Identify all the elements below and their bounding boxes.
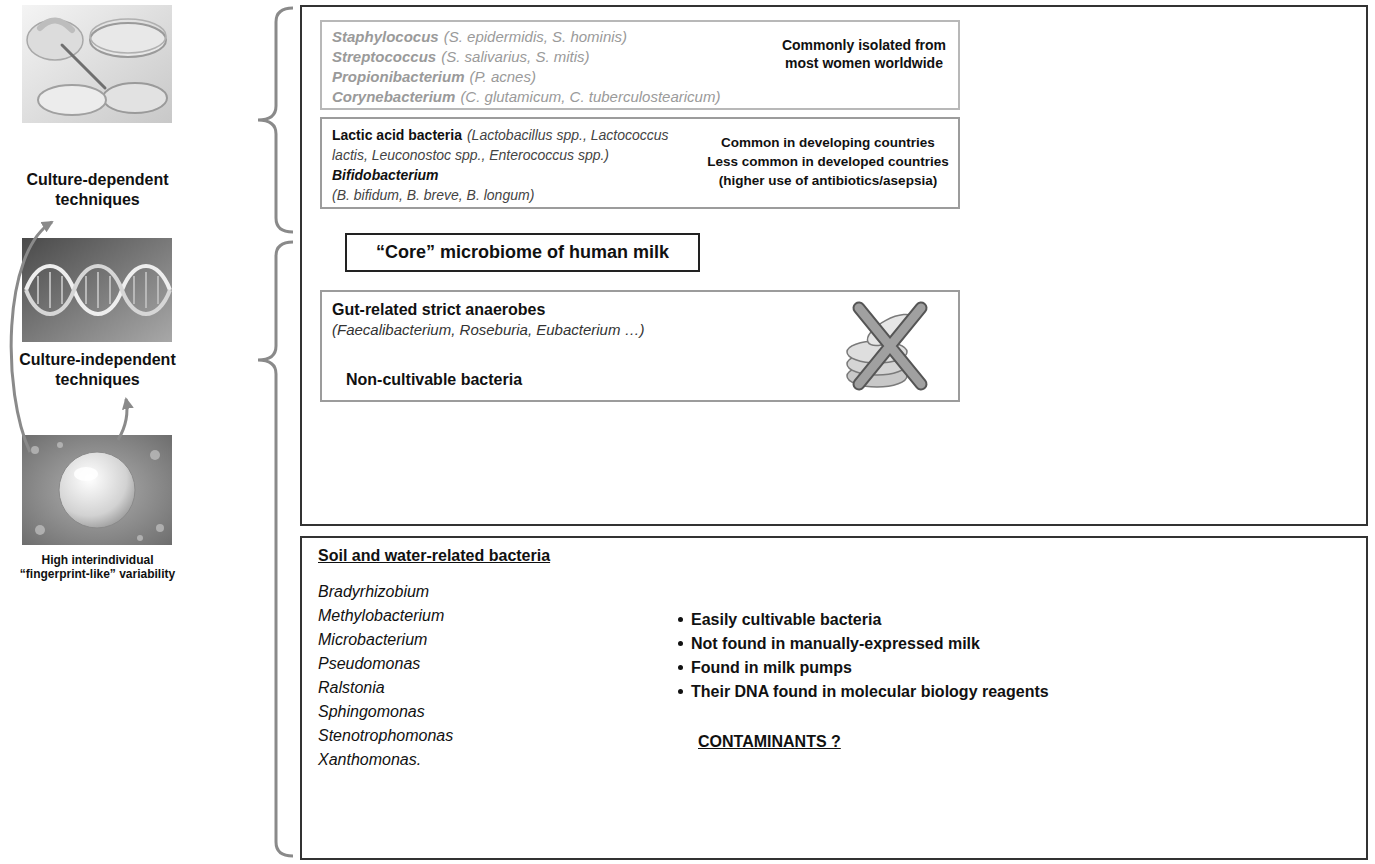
genus-name: Corynebacterium — [332, 88, 455, 105]
text-row: Bifidobacterium — [332, 165, 700, 185]
text-columns: “Core” microbiome of human milk — [347, 235, 698, 270]
box-text: Easily cultivable bacteria — [691, 611, 881, 628]
text-row: Commonly isolated from most women worldw… — [776, 36, 952, 72]
text-row: Gut-related strict anaerobes — [332, 300, 822, 320]
box-text: Not found in manually-expressed milk — [691, 635, 980, 652]
text-row: Methylobacterium — [318, 604, 632, 628]
text-row: Bradyrhizobium — [318, 580, 632, 604]
text-row: Pseudomonas — [318, 652, 632, 676]
text-row: (Faecalibacterium, Roseburia, Eubacteriu… — [332, 320, 822, 340]
petri-dish-photo — [22, 5, 172, 123]
bullet-dot — [678, 641, 683, 646]
text-row: CONTAMINANTS ? — [698, 730, 1366, 754]
text-column: Easily cultivable bacteriaNot found in m… — [666, 538, 1366, 754]
title-box: “Core” microbiome of human milk — [345, 233, 700, 272]
text-row: Found in milk pumps — [678, 656, 1366, 680]
text-column: Commonly isolated from most women worldw… — [776, 22, 958, 72]
text-row: Soil and water-related bacteria — [318, 544, 632, 568]
text-row: Xanthomonas. — [318, 748, 632, 772]
core-region-box: Staphylococus (S. epidermidis, S. hominis… — [300, 5, 1368, 526]
text-row: “Core” microbiome of human milk — [355, 241, 690, 264]
box-text: Lactic acid bacteria — [332, 127, 462, 143]
text-column: Gut-related strict anaerobes (Faecalibact… — [322, 292, 822, 390]
bullet-dot — [678, 665, 683, 670]
text-row: Staphylococus (S. epidermidis, S. hominis… — [332, 27, 774, 47]
bullet-dot — [678, 617, 683, 622]
genus-name: Streptococcus — [332, 48, 436, 65]
group-box: Lactic acid bacteria(Lactobacillus spp.,… — [320, 117, 960, 209]
box-text: CONTAMINANTS ? — [698, 733, 841, 750]
genus-name: Stenotrophomonas — [318, 727, 453, 744]
dna-photo — [22, 238, 172, 342]
technique-caption: Culture-dependent techniques — [10, 170, 185, 210]
text-row: Not found in manually-expressed milk — [678, 632, 1366, 656]
text-column: Soil and water-related bacteriaBradyrhiz… — [302, 538, 632, 772]
text-row: Corynebacterium (C. glutamicum, C. tuberc… — [332, 87, 774, 107]
text-columns: Gut-related strict anaerobes (Faecalibact… — [322, 292, 958, 390]
text-column: “Core” microbiome of human milk — [347, 235, 698, 270]
technique-caption: High interindividual “fingerprint-like” … — [5, 553, 190, 581]
text-row: Common in developing countries — [702, 133, 954, 152]
genus-name: Staphylococus — [332, 28, 439, 45]
text-row: Stenotrophomonas — [318, 724, 632, 748]
genus-name: Bifidobacterium — [332, 167, 439, 183]
text-row: Easily cultivable bacteria — [678, 608, 1366, 632]
curly-brace — [258, 8, 293, 232]
genus-name: Microbacterium — [318, 631, 427, 648]
bullet-dot — [678, 689, 683, 694]
genus-name: Sphingomonas — [318, 703, 425, 720]
text-row: Less common in developed countries (high… — [702, 152, 954, 190]
box-text: Less common in developed countries (high… — [707, 154, 949, 188]
box-text: (S. salivarius, S. mitis) — [441, 48, 589, 65]
group-box: Gut-related strict anaerobes (Faecalibact… — [320, 290, 960, 402]
genus-name: Xanthomonas. — [318, 751, 421, 768]
box-text: Non-cultivable bacteria — [346, 371, 522, 388]
genus-name: Bradyrhizobium — [318, 583, 429, 600]
text-row: Streptococcus (S. salivarius, S. mitis) — [332, 47, 774, 67]
box-text: (S. epidermidis, S. hominis) — [444, 28, 627, 45]
text-columns: Soil and water-related bacteriaBradyrhiz… — [302, 538, 1366, 772]
technique-caption: Culture-independent techniques — [10, 350, 185, 390]
no-culture-icon — [847, 308, 921, 387]
text-row: Lactic acid bacteria(Lactobacillus spp.,… — [332, 125, 700, 165]
box-text: (P. acnes) — [470, 68, 536, 85]
text-columns: Lactic acid bacteria(Lactobacillus spp.,… — [322, 119, 958, 205]
box-text: Found in milk pumps — [691, 659, 852, 676]
box-text: (B. bifidum, B. breve, B. longum) — [332, 187, 534, 203]
curved-arrow — [118, 399, 127, 440]
genus-name: Ralstonia — [318, 679, 385, 696]
curly-brace — [258, 242, 293, 856]
box-text: Common in developing countries — [721, 135, 935, 150]
curved-arrow — [11, 222, 52, 452]
text-row: Sphingomonas — [318, 700, 632, 724]
text-row: Propionibacterium (P. acnes) — [332, 67, 774, 87]
text-columns: Staphylococus (S. epidermidis, S. hominis… — [322, 22, 958, 107]
genus-name: Methylobacterium — [318, 607, 444, 624]
genus-name: Pseudomonas — [318, 655, 420, 672]
text-column: Staphylococus (S. epidermidis, S. hominis… — [322, 22, 774, 107]
text-row: (B. bifidum, B. breve, B. longum) — [332, 185, 700, 205]
text-column: Lactic acid bacteria(Lactobacillus spp.,… — [322, 119, 700, 205]
text-row: Ralstonia — [318, 676, 632, 700]
milk-drop-photo — [22, 435, 172, 545]
box-text: Commonly isolated from most women worldw… — [782, 37, 946, 71]
contaminant-box: Soil and water-related bacteriaBradyrhiz… — [300, 536, 1368, 860]
box-text: (C. glutamicum, C. tuberculostearicum) — [460, 88, 720, 105]
box-text: “Core” microbiome of human milk — [376, 242, 669, 262]
genus-name: Propionibacterium — [332, 68, 465, 85]
box-text: (Faecalibacterium, Roseburia, Eubacteriu… — [332, 321, 645, 338]
text-row: Microbacterium — [318, 628, 632, 652]
text-row: Their DNA found in molecular biology rea… — [678, 680, 1366, 704]
box-text: Gut-related strict anaerobes — [332, 301, 545, 318]
box-text: Their DNA found in molecular biology rea… — [691, 683, 1049, 700]
group-box: Staphylococus (S. epidermidis, S. hominis… — [320, 20, 960, 110]
text-column: Common in developing countriesLess commo… — [702, 119, 958, 190]
box-text: Soil and water-related bacteria — [318, 547, 550, 564]
text-row: Non-cultivable bacteria — [346, 370, 822, 390]
